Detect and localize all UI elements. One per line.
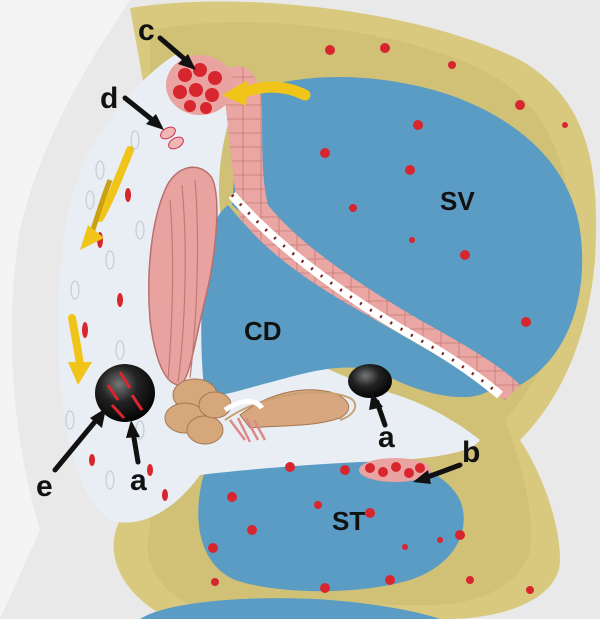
label-c: c (138, 14, 155, 47)
label-a-left: a (130, 464, 147, 497)
label-a-right: a (378, 421, 395, 454)
label-e: e (36, 470, 53, 503)
precipitate-right (348, 364, 392, 398)
label-d: d (100, 82, 118, 115)
label-cd: CD (244, 316, 282, 346)
label-st: ST (332, 506, 365, 536)
capillary-cluster-c (166, 55, 234, 115)
label-b: b (462, 436, 480, 469)
label-sv: SV (440, 186, 475, 216)
